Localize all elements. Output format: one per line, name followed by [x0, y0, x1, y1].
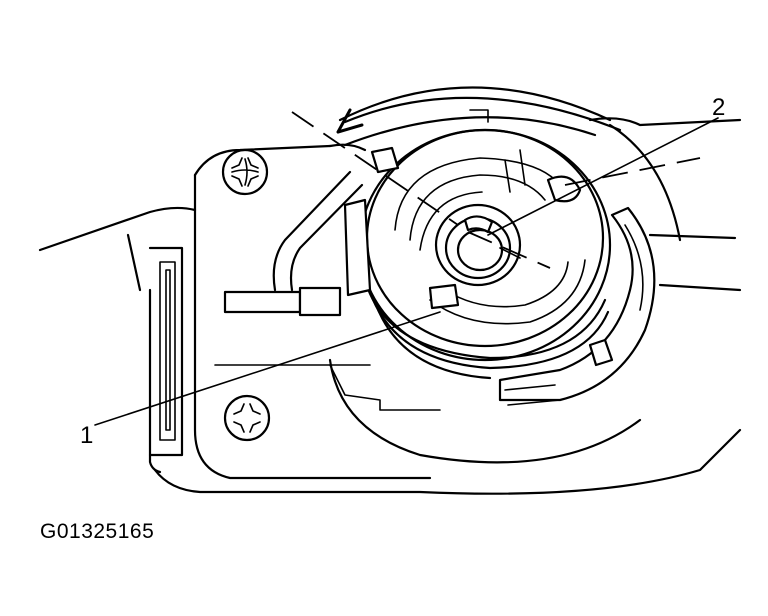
outer-rim: [328, 86, 642, 464]
upper-screw: [221, 148, 269, 196]
column-housing: [38, 117, 742, 495]
alignment-lines: [291, 111, 701, 269]
leader-line-1: [94, 311, 441, 426]
center-hub: [434, 203, 522, 287]
callout-1-label: 1: [80, 422, 94, 449]
wire-harness: [223, 170, 364, 317]
lower-screw: [223, 394, 271, 442]
leader-line-2: [487, 117, 719, 236]
figure-code: G01325165: [40, 520, 155, 543]
left-bracket: [148, 246, 184, 457]
callout-2-label: 2: [712, 94, 726, 121]
right-clip-segment: [498, 206, 656, 406]
rotation-arrow: [336, 96, 622, 134]
